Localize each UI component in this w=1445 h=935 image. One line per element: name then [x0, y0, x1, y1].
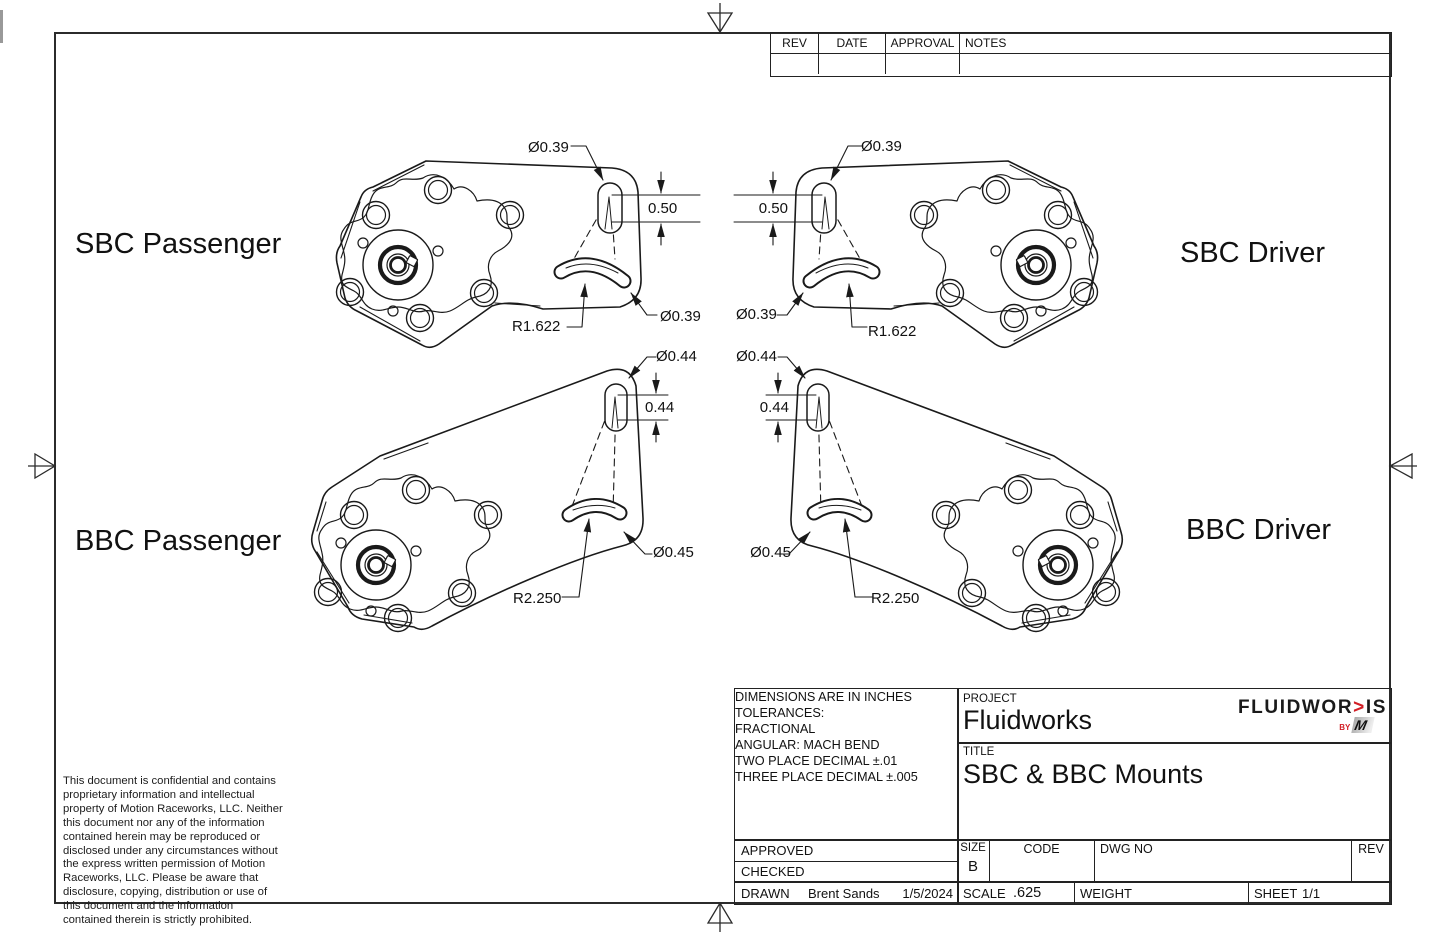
divider: [957, 742, 1391, 744]
logo-arrow-icon: >: [1353, 697, 1366, 718]
dim-arc-diameter: Ø0.39: [660, 308, 701, 325]
sbc-driver-drawing: [734, 146, 1098, 347]
dim-slot-diameter: Ø0.44: [656, 348, 697, 365]
title-block: DIMENSIONS ARE IN INCHES TOLERANCES: FRA…: [734, 688, 1392, 905]
logo-text-left: FLUIDWOR: [1237, 697, 1354, 718]
view-label-bbc-driver: BBC Driver: [1186, 514, 1331, 546]
divider: [1074, 881, 1076, 904]
size-value: B: [967, 858, 978, 875]
view-label-sbc-driver: SBC Driver: [1180, 237, 1325, 269]
dim-slot-length: 0.50: [648, 200, 677, 217]
sbc-driver-dims: Ø0.39 0.50 R1.622 Ø0.39: [736, 138, 916, 340]
bbc-passenger-drawing: [312, 357, 668, 632]
rev-cell-empty: [819, 54, 886, 74]
size-label: SIZE: [960, 842, 986, 854]
dim-arc-diameter: Ø0.39: [736, 306, 777, 323]
title-label: TITLE: [963, 746, 995, 758]
drawn-date: 1/5/2024: [902, 886, 953, 901]
divider: [989, 839, 991, 881]
sheet-border: [54, 32, 1391, 904]
dwg-no-label: DWG NO: [1100, 842, 1153, 856]
view-label-sbc-passenger: SBC Passenger: [75, 228, 282, 260]
drawing-title: SBC & BBC Mounts: [963, 759, 1204, 789]
scale-value: .625: [1013, 885, 1042, 901]
sheet-value: 1/1: [1302, 886, 1321, 901]
tolerance-line: THREE PLACE DECIMAL ±.005: [735, 770, 918, 785]
dim-arc-radius: R2.250: [871, 590, 919, 607]
divider: [735, 881, 1391, 883]
rev-header-rev: REV: [771, 33, 819, 54]
dim-slot-length: 0.50: [759, 200, 788, 217]
motion-raceworks-m-icon: M: [1351, 717, 1375, 733]
tolerance-notes: DIMENSIONS ARE IN INCHES TOLERANCES: FRA…: [735, 689, 949, 786]
scale-label: SCALE: [963, 886, 1006, 901]
sheet-label: SHEET: [1254, 886, 1298, 901]
tolerance-line: ANGULAR: MACH BEND: [735, 738, 880, 753]
tolerance-line: FRACTIONAL: [735, 722, 816, 737]
dim-slot-length: 0.44: [760, 399, 789, 416]
tolerance-line: DIMENSIONS ARE IN INCHES: [735, 690, 912, 704]
dim-slot-length: 0.44: [645, 399, 674, 416]
dim-arc-radius: R1.622: [868, 323, 916, 340]
view-label-bbc-passenger: BBC Passenger: [75, 525, 282, 557]
divider: [735, 839, 1391, 841]
bbc-driver-drawing: [766, 357, 1122, 632]
project-label: PROJECT: [963, 693, 1017, 705]
rev-cell-empty: [960, 54, 1391, 74]
dim-slot-diameter: Ø0.44: [736, 348, 777, 365]
center-marks: [28, 3, 1417, 932]
drawn-by-name: Brent Sands: [808, 886, 880, 901]
center-mark-right: [1388, 452, 1417, 480]
divider: [1094, 839, 1096, 881]
confidentiality-note: This document is confidential and contai…: [63, 775, 283, 927]
bbc-passenger-dims: Ø0.44 0.44 R2.250 Ø0.45: [513, 348, 697, 607]
dim-slot-diameter: Ø0.39: [861, 138, 902, 155]
logo-text-right: IS: [1365, 697, 1387, 718]
divider: [1248, 881, 1250, 904]
dim-arc-diameter: Ø0.45: [653, 544, 694, 561]
tolerance-line: TWO PLACE DECIMAL ±.01: [735, 754, 898, 769]
divider: [957, 689, 959, 904]
revision-table: REV DATE APPROVAL NOTES: [770, 32, 1392, 77]
dim-arc-radius: R1.622: [512, 318, 560, 335]
rev-label: REV: [1358, 842, 1384, 856]
center-mark-top: [706, 3, 734, 34]
rev-cell-empty: [886, 54, 960, 74]
divider: [735, 861, 957, 863]
scan-edge-artifact: [0, 10, 3, 43]
logo-wordmark: FLUIDWOR>IS: [1203, 697, 1387, 719]
bbc-driver-dims: Ø0.44 0.44 R2.250 Ø0.45: [736, 348, 919, 607]
rev-header-notes: NOTES: [960, 33, 1391, 54]
rev-header-date: DATE: [819, 33, 886, 54]
center-mark-bottom: [706, 901, 734, 932]
code-label: CODE: [1023, 842, 1060, 856]
project-name: Fluidworks: [963, 705, 1093, 735]
logo-by-text: BY: [1339, 723, 1351, 732]
checked-label: CHECKED: [741, 864, 805, 879]
center-mark-left: [28, 452, 57, 480]
dim-arc-diameter: Ø0.45: [750, 544, 791, 561]
sbc-passenger-dims: Ø0.39 0.50 R1.622 Ø0.39: [512, 139, 701, 335]
rev-cell-empty: [771, 54, 819, 74]
dim-arc-radius: R2.250: [513, 590, 561, 607]
drawn-label: DRAWN: [741, 886, 790, 901]
dim-slot-diameter: Ø0.39: [528, 139, 569, 156]
tolerance-line: TOLERANCES:: [735, 706, 825, 721]
approved-label: APPROVED: [741, 843, 814, 858]
weight-label: WEIGHT: [1080, 886, 1132, 901]
rev-header-approval: APPROVAL: [886, 33, 960, 54]
divider: [1351, 839, 1353, 881]
